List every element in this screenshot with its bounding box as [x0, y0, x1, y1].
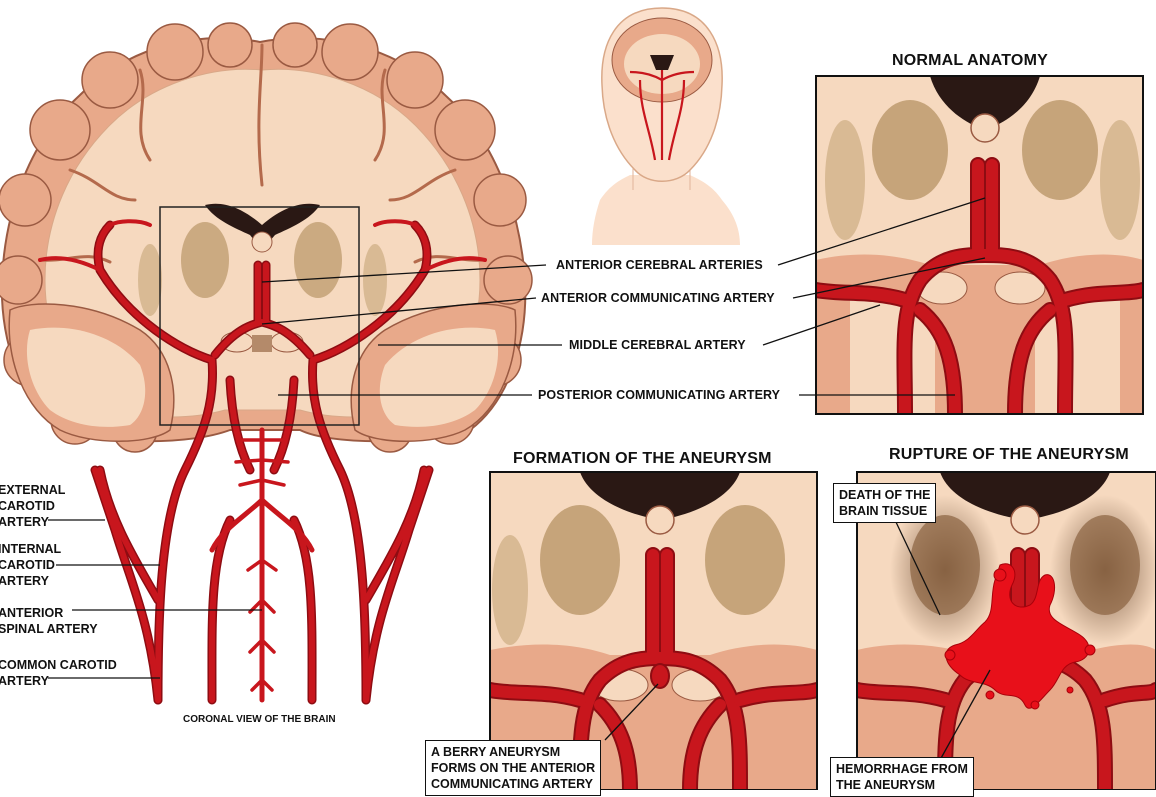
head-thumbnail: [592, 7, 740, 245]
callout-line: DEATH OF THE: [839, 488, 931, 502]
label-line: COMMON CAROTID: [0, 658, 117, 672]
label-external-carotid-artery: EXTERNAL CAROTID ARTERY: [0, 482, 65, 530]
label-line: ARTERY: [0, 574, 49, 588]
callout-line: THE ANEURYSM: [836, 778, 936, 792]
label-line: INTERNAL: [0, 542, 62, 556]
label-common-carotid-artery: COMMON CAROTID ARTERY: [0, 657, 117, 689]
inset-frame: [159, 206, 360, 426]
lateral-ventricles: [205, 203, 320, 250]
callout-berry-aneurysm: A BERRY ANEURYSM FORMS ON THE ANTERIOR C…: [425, 740, 602, 796]
label-line: ARTERY: [0, 674, 49, 688]
title-formation: FORMATION OF THE ANEURYSM: [513, 450, 772, 467]
label-internal-carotid-artery: INTERNAL CAROTID ARTERY: [0, 541, 61, 589]
berry-aneurysm: [650, 663, 670, 689]
title-rupture: RUPTURE OF THE ANEURYSM: [889, 446, 1129, 463]
callout-line: A BERRY ANEURYSM: [431, 745, 561, 759]
coronal-brain: [0, 22, 533, 453]
leader-lines: [48, 197, 991, 761]
label-line: EXTERNAL: [0, 483, 66, 497]
label-line: SPINAL ARTERY: [0, 622, 98, 636]
panel-rupture: [856, 471, 1156, 791]
panel-normal-anatomy: [815, 75, 1144, 415]
hemorrhage-blood: [944, 563, 1096, 710]
label-middle-cerebral-artery: MIDDLE CEREBRAL ARTERY: [569, 338, 746, 352]
callout-death-of-brain-tissue: DEATH OF THE BRAIN TISSUE: [833, 483, 937, 523]
callout-line: FORMS ON THE ANTERIOR: [431, 761, 596, 775]
panel-formation: [489, 471, 818, 791]
title-normal-anatomy: NORMAL ANATOMY: [892, 52, 1048, 69]
label-anterior-cerebral-arteries: ANTERIOR CEREBRAL ARTERIES: [556, 258, 763, 272]
callout-line: HEMORRHAGE FROM: [836, 762, 968, 776]
caption-coronal-view: CORONAL VIEW OF THE BRAIN: [183, 714, 336, 725]
main-arteries: [38, 219, 487, 705]
label-line: ARTERY: [0, 515, 49, 529]
callout-line: COMMUNICATING ARTERY: [431, 777, 594, 791]
label-anterior-communicating-artery: ANTERIOR COMMUNICATING ARTERY: [541, 291, 775, 305]
label-line: CAROTID: [0, 558, 55, 572]
callout-hemorrhage: HEMORRHAGE FROM THE ANEURYSM: [830, 757, 974, 797]
callout-line: BRAIN TISSUE: [839, 504, 928, 518]
label-line: CAROTID: [0, 499, 55, 513]
label-posterior-communicating-artery: POSTERIOR COMMUNICATING ARTERY: [538, 388, 781, 402]
label-line: ANTERIOR: [0, 606, 64, 620]
label-anterior-spinal-artery: ANTERIOR SPINAL ARTERY: [0, 605, 98, 637]
